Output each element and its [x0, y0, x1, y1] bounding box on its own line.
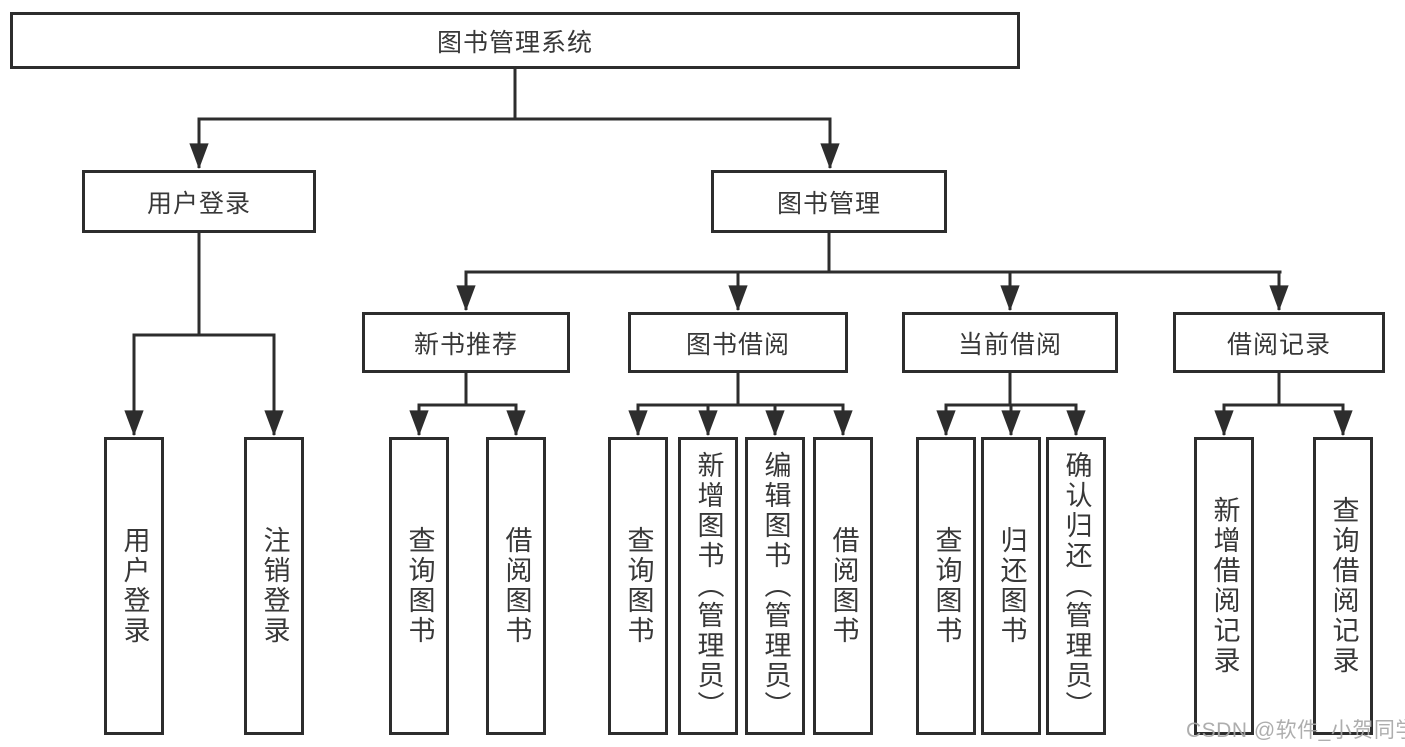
leaf-add-book-admin: 新增图书（管理员） — [678, 437, 738, 735]
node-new-book-recommendation: 新书推荐 — [362, 312, 570, 373]
node-user-login-label: 用户登录 — [146, 189, 251, 218]
csdn-watermark: CSDN @软件_小贺同学 — [1186, 719, 1405, 742]
leaf-add-borrow-record: 新增借阅记录 — [1194, 437, 1254, 735]
leaf-user-login-label: 用户登录 — [119, 526, 150, 646]
connector-root-skeleton — [197, 68, 832, 121]
leaf-logout-label: 注销登录 — [259, 526, 290, 646]
leaf-return-book: 归还图书 — [981, 437, 1041, 735]
connector-book-management-skeleton — [464, 233, 1282, 274]
connector-borrow-records-skeleton — [1222, 373, 1345, 407]
leaf-add-borrow-record-label: 新增借阅记录 — [1209, 496, 1240, 676]
connector-current-borrow-skeleton — [944, 373, 1078, 407]
node-root-system: 图书管理系统 — [10, 12, 1020, 69]
leaf-return-book-label: 归还图书 — [996, 526, 1027, 646]
leaf-query-books-current: 查询图书 — [916, 437, 976, 735]
node-current-borrowing-label: 当前借阅 — [957, 330, 1062, 359]
leaf-logout: 注销登录 — [244, 437, 304, 735]
leaf-query-books-rec-label: 查询图书 — [404, 526, 435, 646]
leaf-confirm-return-admin: 确认归还（管理员） — [1046, 437, 1106, 735]
node-borrowing-records-label: 借阅记录 — [1226, 330, 1331, 359]
leaf-query-borrow-record-label: 查询借阅记录 — [1328, 496, 1359, 676]
node-book-management-label: 图书管理 — [776, 189, 881, 218]
node-root-system-label: 图书管理系统 — [436, 28, 593, 57]
node-book-management: 图书管理 — [711, 170, 947, 233]
node-book-borrowing: 图书借阅 — [628, 312, 848, 373]
leaf-query-books-rec: 查询图书 — [389, 437, 449, 735]
leaf-borrow-books-rec-label: 借阅图书 — [501, 526, 532, 646]
leaf-query-books-borrow-label: 查询图书 — [623, 526, 654, 646]
leaf-confirm-return-admin-label: 确认归还（管理员） — [1061, 451, 1092, 721]
node-current-borrowing: 当前借阅 — [902, 312, 1118, 373]
node-user-login: 用户登录 — [82, 170, 316, 233]
leaf-user-login: 用户登录 — [104, 437, 164, 735]
connector-user-login-skeleton — [132, 233, 276, 337]
leaf-borrow-books-label: 借阅图书 — [828, 526, 859, 646]
leaf-borrow-books-rec: 借阅图书 — [486, 437, 546, 735]
leaf-query-borrow-record: 查询借阅记录 — [1313, 437, 1373, 735]
leaf-query-books-borrow: 查询图书 — [608, 437, 668, 735]
connector-book-borrow-skeleton — [636, 373, 845, 407]
node-new-book-recommendation-label: 新书推荐 — [413, 330, 518, 359]
leaf-edit-book-admin-label: 编辑图书（管理员） — [760, 451, 791, 721]
leaf-edit-book-admin: 编辑图书（管理员） — [745, 437, 805, 735]
node-book-borrowing-label: 图书借阅 — [685, 330, 790, 359]
leaf-borrow-books: 借阅图书 — [813, 437, 873, 735]
leaf-query-books-current-label: 查询图书 — [931, 526, 962, 646]
node-borrowing-records: 借阅记录 — [1173, 312, 1385, 373]
connector-new-book-rec-skeleton — [417, 373, 518, 407]
leaf-add-book-admin-label: 新增图书（管理员） — [693, 451, 724, 721]
